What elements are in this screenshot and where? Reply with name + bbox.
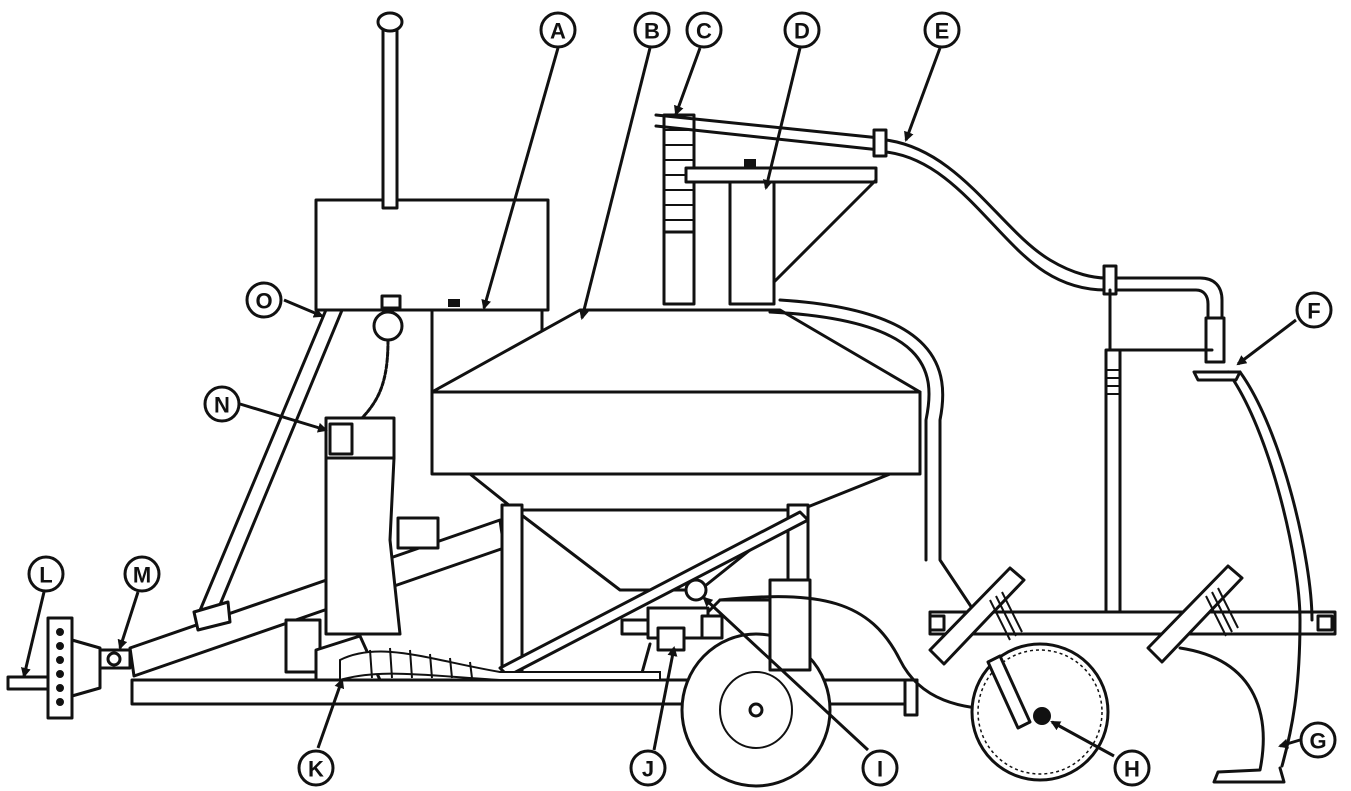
callout-b-label: B [644,19,660,44]
callout-h-label: H [1124,757,1140,782]
callout-n: N [203,385,241,423]
leader-d [763,47,802,190]
callout-i-label: I [877,757,883,782]
callout-o-label: O [255,289,272,314]
leader-m [117,591,140,650]
callout-i: I [861,749,899,787]
leader-b [579,47,652,320]
top-box [314,11,550,342]
callout-g: G [1299,721,1337,759]
leader-h [1050,720,1115,758]
leader-j [652,646,678,751]
leader-o [283,298,324,318]
callout-e-label: E [935,19,950,44]
callout-d: D [783,11,821,49]
hitch [6,616,132,720]
callout-f-label: F [1307,299,1320,324]
callout-l-label: L [39,563,52,588]
main-tank [430,298,982,682]
leader-lines [20,47,1301,758]
leader-k [316,678,345,749]
filter-column [662,113,878,306]
coulter-wheel [970,642,1110,782]
metering-pump [620,578,1012,712]
leader-n [239,402,328,433]
callout-e: E [923,11,961,49]
callout-m-label: M [133,563,151,588]
nozzle [1192,370,1242,382]
callout-f: F [1295,291,1333,329]
leader-l [20,591,46,678]
leader-g [1278,738,1301,749]
pump-motor [284,338,440,682]
callout-j-label: J [642,757,654,782]
callout-h: H [1113,749,1151,787]
callout-g-label: G [1309,729,1326,754]
callout-j: J [629,749,667,787]
callout-l: L [27,555,65,593]
callout-m: M [123,555,161,593]
rear-toolbar [928,288,1337,784]
leader-e [904,47,942,142]
callout-d-label: D [794,19,810,44]
callout-a: A [539,11,577,49]
hose [654,113,1226,364]
callout-c-label: C [696,19,712,44]
callout-k-label: K [308,757,324,782]
callout-b: B [633,11,671,49]
leader-f [1236,318,1297,366]
callout-c: C [685,11,723,49]
ground-wheel [680,578,832,788]
leader-c [674,47,702,116]
flex-hose [339,647,661,682]
callout-a-label: A [550,19,566,44]
callout-n-label: N [214,393,230,418]
callout-o: O [245,281,283,319]
leader-i [702,596,870,752]
leader-a [481,47,560,310]
callout-k: K [297,749,335,787]
